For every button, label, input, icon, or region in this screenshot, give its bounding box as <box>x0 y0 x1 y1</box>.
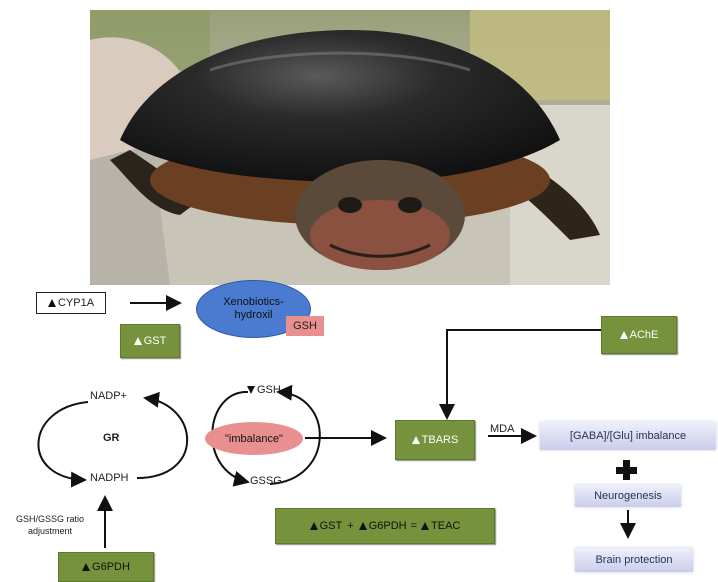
gssg-label: GSSG <box>250 475 282 487</box>
arrow-ache-tbars <box>447 330 605 418</box>
gsh-tag-label: GSH <box>293 320 317 332</box>
up-arrow-icon <box>82 563 90 571</box>
eq-plus-label: + <box>347 520 353 532</box>
gaba-glu-label: [GABA]/[Glu] imbalance <box>570 430 686 442</box>
eq-equals-label: = <box>411 520 417 532</box>
ratio-line-2: adjustment <box>5 525 95 537</box>
up-arrow-icon <box>310 522 318 530</box>
equation-box: GST + G6PDH = TEAC <box>275 508 495 544</box>
gaba-glu-box: [GABA]/[Glu] imbalance <box>540 422 716 450</box>
nadph-label: NADPH <box>90 472 129 484</box>
ache-box: AChE <box>601 316 677 354</box>
up-arrow-icon <box>421 522 429 530</box>
neurogenesis-box: Neurogenesis <box>575 485 681 507</box>
gsh-tag: GSH <box>286 316 324 336</box>
neurogenesis-label: Neurogenesis <box>594 490 662 502</box>
imbalance-ellipse: "imbalance" <box>205 422 303 455</box>
up-arrow-icon <box>134 337 142 345</box>
xenobiotics-label-2: hydroxil <box>235 309 273 322</box>
xenobiotics-label-1: Xenobiotics- <box>223 296 284 309</box>
tbars-label: TBARS <box>422 434 459 446</box>
imbalance-label: "imbalance" <box>225 433 283 445</box>
mda-label: MDA <box>490 423 514 435</box>
brain-protection-label: Brain protection <box>595 554 672 566</box>
tbars-box: TBARS <box>395 420 475 460</box>
gsh-label: GSH <box>257 384 281 396</box>
up-arrow-icon <box>412 436 420 444</box>
gsh-down-label: GSH <box>247 384 281 396</box>
gr-label: GR <box>103 432 120 444</box>
g6pdh-box: G6PDH <box>58 552 154 582</box>
gst-box: GST <box>120 324 180 358</box>
gr-cycle-right <box>137 398 187 478</box>
gst-label: GST <box>144 335 167 347</box>
eq-gst-label: GST <box>320 520 343 532</box>
ache-label: AChE <box>630 329 659 341</box>
ratio-adjustment-text: GSH/GSSG ratio adjustment <box>5 513 95 537</box>
nadp-plus-label: NADP+ <box>90 390 127 402</box>
eq-g6pdh-label: G6PDH <box>369 520 407 532</box>
up-arrow-icon <box>359 522 367 530</box>
brain-protection-box: Brain protection <box>575 548 693 572</box>
eq-teac-label: TEAC <box>431 520 460 532</box>
down-arrow-icon <box>247 386 255 394</box>
up-arrow-icon <box>620 331 628 339</box>
plus-icon-h <box>616 467 637 474</box>
g6pdh-label: G6PDH <box>92 561 130 573</box>
ratio-line-1: GSH/GSSG ratio <box>5 513 95 525</box>
gr-cycle-left <box>38 402 88 480</box>
